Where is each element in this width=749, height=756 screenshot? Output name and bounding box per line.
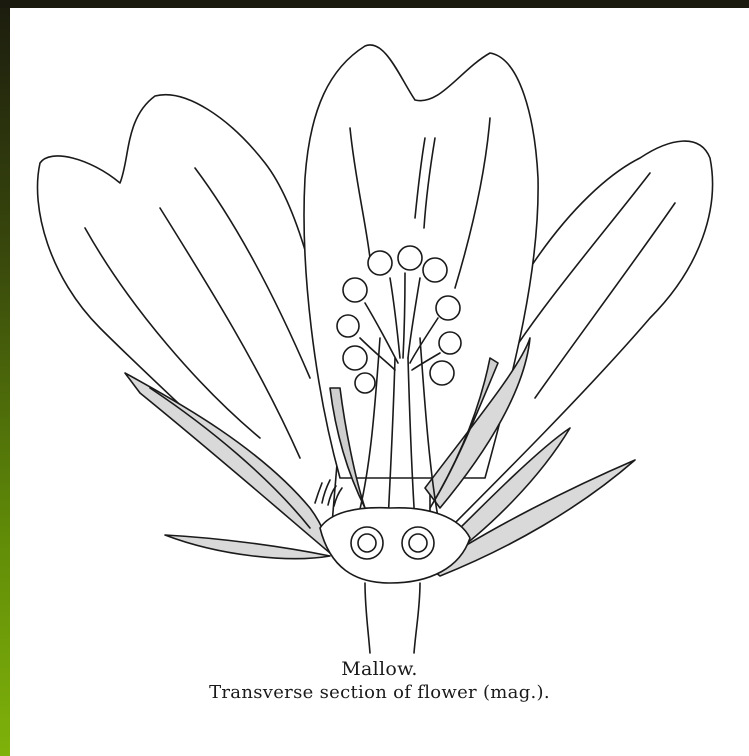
stem-left [365, 583, 370, 653]
stem-right [414, 583, 420, 653]
top-frame-border [0, 0, 749, 8]
page-sheet: Mallow. Transverse section of flower (ma… [10, 8, 749, 756]
left-bract [165, 535, 330, 559]
figure-title: Mallow. [10, 658, 749, 680]
figure-subtitle: Transverse section of flower (mag.). [10, 682, 749, 703]
mallow-flower-illustration [10, 8, 749, 658]
left-petal [38, 95, 341, 548]
